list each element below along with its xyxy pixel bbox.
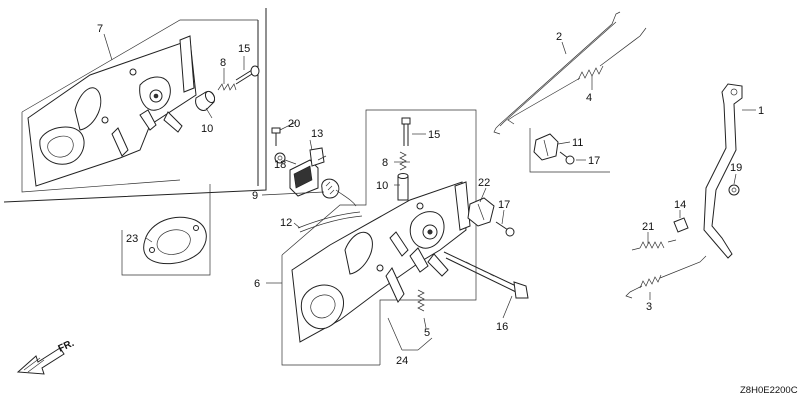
callout-18: 18 <box>274 159 286 171</box>
callout-16: 16 <box>496 321 508 333</box>
direction-arrow: FR. <box>16 338 76 375</box>
callout-17-right: 17 <box>588 155 600 167</box>
right-side-parts <box>625 83 756 300</box>
callout-8-main: 8 <box>382 157 388 169</box>
callout-15-main: 15 <box>428 129 440 141</box>
callout-11: 11 <box>572 137 583 149</box>
callout-12: 12 <box>280 217 292 229</box>
callout-2: 2 <box>556 31 562 43</box>
callout-14: 14 <box>674 199 686 211</box>
small-parts-center-right <box>443 187 529 319</box>
callout-22: 22 <box>478 177 490 189</box>
callouts: 7 15 8 10 2 4 1 20 13 15 11 17 18 8 19 1… <box>97 23 764 367</box>
callout-19: 19 <box>730 162 742 174</box>
callout-4: 4 <box>586 92 592 104</box>
callout-23: 23 <box>126 233 138 245</box>
inset-gasket <box>121 184 211 276</box>
inset-right-center <box>529 128 610 173</box>
rods-top-center <box>493 11 647 135</box>
callout-15-top: 15 <box>238 43 250 55</box>
callout-3: 3 <box>646 301 652 313</box>
callout-10-main: 10 <box>376 180 388 192</box>
small-parts-left <box>261 121 363 233</box>
callout-8-top: 8 <box>220 57 226 69</box>
callout-21: 21 <box>642 221 654 233</box>
diagram-code: Z8H0E2200C <box>740 385 798 396</box>
direction-label: FR. <box>57 338 76 355</box>
callout-1: 1 <box>758 105 764 117</box>
callout-24: 24 <box>396 355 408 367</box>
callout-10-top: 10 <box>201 123 213 135</box>
callout-17-center: 17 <box>498 199 510 211</box>
callout-20: 20 <box>288 118 300 130</box>
callout-13: 13 <box>311 128 323 140</box>
inset-top-left <box>3 8 267 203</box>
main-assembly <box>266 109 477 366</box>
callout-7: 7 <box>97 23 103 35</box>
callout-5: 5 <box>424 327 430 339</box>
callout-9: 9 <box>252 190 258 202</box>
callout-6: 6 <box>254 278 260 290</box>
